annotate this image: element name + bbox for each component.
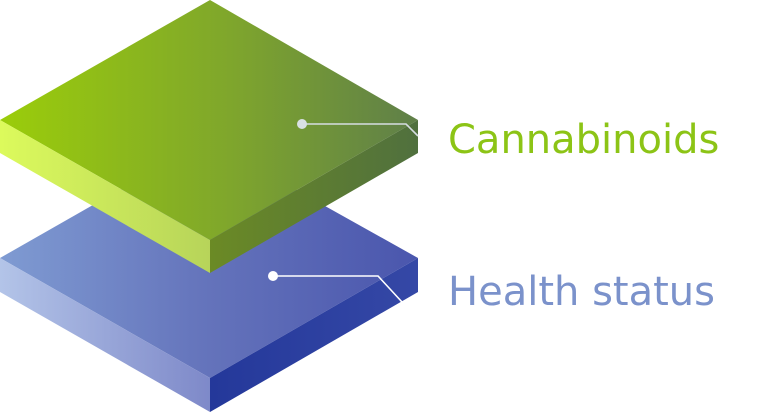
cannabinoids-leader-line (302, 123, 419, 137)
health-status-leader (268, 271, 403, 303)
health-status-leader-line (273, 275, 403, 303)
cannabinoids-leader (297, 119, 419, 137)
cannabinoids-layer (0, 0, 418, 273)
health-status-layer-left-face (0, 258, 210, 412)
health-status-layer-right-face (210, 258, 418, 412)
cannabinoids-label: Cannabinoids (448, 117, 719, 163)
cannabinoids-layer-top-face (0, 0, 418, 240)
cannabinoids-layer-left-face (0, 120, 210, 273)
cannabinoids-leader-dot (297, 119, 307, 129)
health-status-label: Health status (448, 269, 715, 315)
health-status-leader-dot (268, 271, 278, 281)
cannabinoids-layer-right-face (210, 120, 418, 273)
